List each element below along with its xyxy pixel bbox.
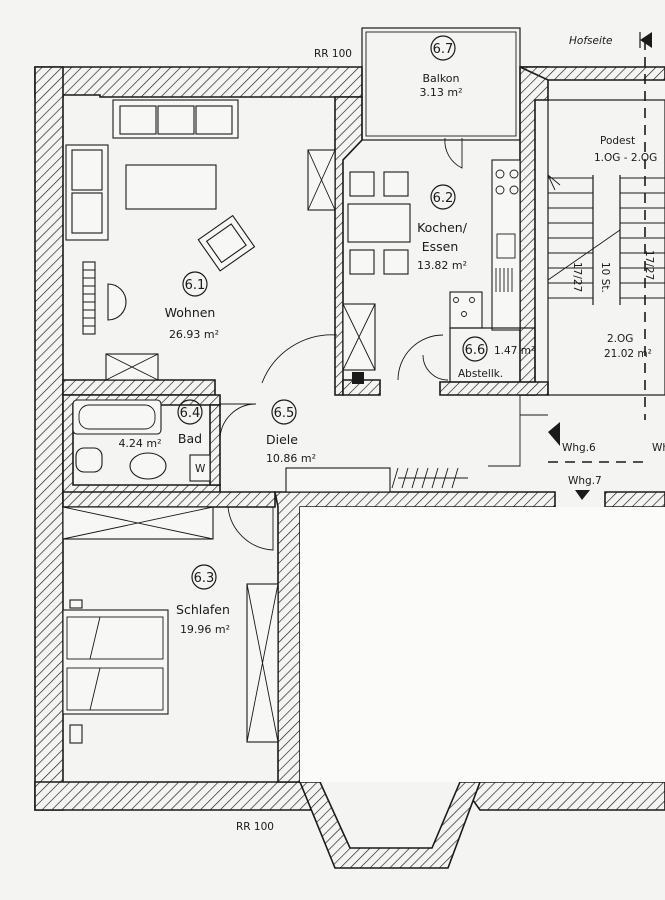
walls [34, 66, 665, 869]
whg6-arrow-icon [548, 422, 560, 446]
room-6-3-area: 19.96 m² [180, 623, 230, 636]
room-number-circles [177, 35, 488, 590]
room-6-5-name: Diele [266, 432, 298, 447]
room-6-4-area: 4.24 m² [118, 437, 161, 450]
apartment-boundary [548, 40, 646, 463]
rr-bottom-label: RR 100 [236, 821, 274, 833]
bedroom-furniture [62, 506, 279, 744]
wh-cut-label: Wh [652, 442, 665, 454]
w-box-label: W [195, 463, 206, 475]
room-6-2-name-1: Kochen/ [417, 220, 468, 235]
room-6-1-num: 6.1 [185, 278, 206, 293]
hall-partition [488, 395, 548, 467]
blank-area [300, 507, 665, 782]
hall-closet [285, 467, 468, 493]
stair-range: 1.OG - 2.OG [594, 152, 657, 164]
room-6-7-name: Balkon [422, 72, 459, 85]
room-6-2-area: 13.82 m² [417, 259, 467, 272]
stair-dims-b: 17/27 [643, 250, 655, 280]
room-6-3-name: Schlafen [176, 602, 230, 617]
room-6-4-num: 6.4 [180, 406, 201, 421]
room-6-6-name: Abstellk. [458, 368, 503, 380]
whg7-arrow-icon [575, 490, 590, 500]
balcony [361, 27, 521, 141]
room-6-6-area: 1.47 m² [494, 345, 535, 357]
room-6-5-num: 6.5 [274, 406, 295, 421]
whg7-label: Whg.7 [568, 475, 602, 487]
stair-area: 21.02 m² [604, 348, 652, 360]
staircase [547, 99, 665, 396]
stair-dims-left: 10 St. [599, 262, 611, 293]
hofseite-label: Hofseite [569, 35, 612, 47]
whg6-label: Whg.6 [562, 442, 596, 454]
living-furniture [65, 99, 336, 381]
storage-room [449, 327, 536, 383]
room-6-2-num: 6.2 [433, 191, 454, 206]
room-6-6-num: 6.6 [465, 343, 486, 358]
room-6-5-area: 10.86 m² [266, 452, 316, 465]
door-swing-kitchen [397, 334, 444, 381]
kitchen-furniture [342, 159, 521, 384]
stair-dims-a: 17/27 [571, 262, 583, 292]
rr-top-label: RR 100 [314, 48, 352, 60]
bath-fixtures [72, 399, 211, 482]
door-swing-bedroom [227, 506, 274, 551]
stair-floor: 2.OG [607, 333, 633, 345]
room-6-7-num: 6.7 [433, 42, 454, 57]
door-swing-storage [422, 354, 449, 381]
room-6-1-area: 26.93 m² [169, 328, 219, 341]
hofseite-arrow-icon [640, 32, 652, 48]
room-6-2-name-2: Essen [422, 239, 459, 254]
door-swing-balcony [444, 137, 463, 169]
room-6-7-area: 3.13 m² [419, 86, 462, 99]
room-6-3-num: 6.3 [194, 571, 215, 586]
door-swing-living [261, 334, 338, 384]
stair-title: Podest [600, 135, 635, 147]
room-6-1-name: Wohnen [165, 305, 216, 320]
room-6-4-name: Bad [178, 431, 202, 446]
door-swing-bath [219, 403, 257, 441]
